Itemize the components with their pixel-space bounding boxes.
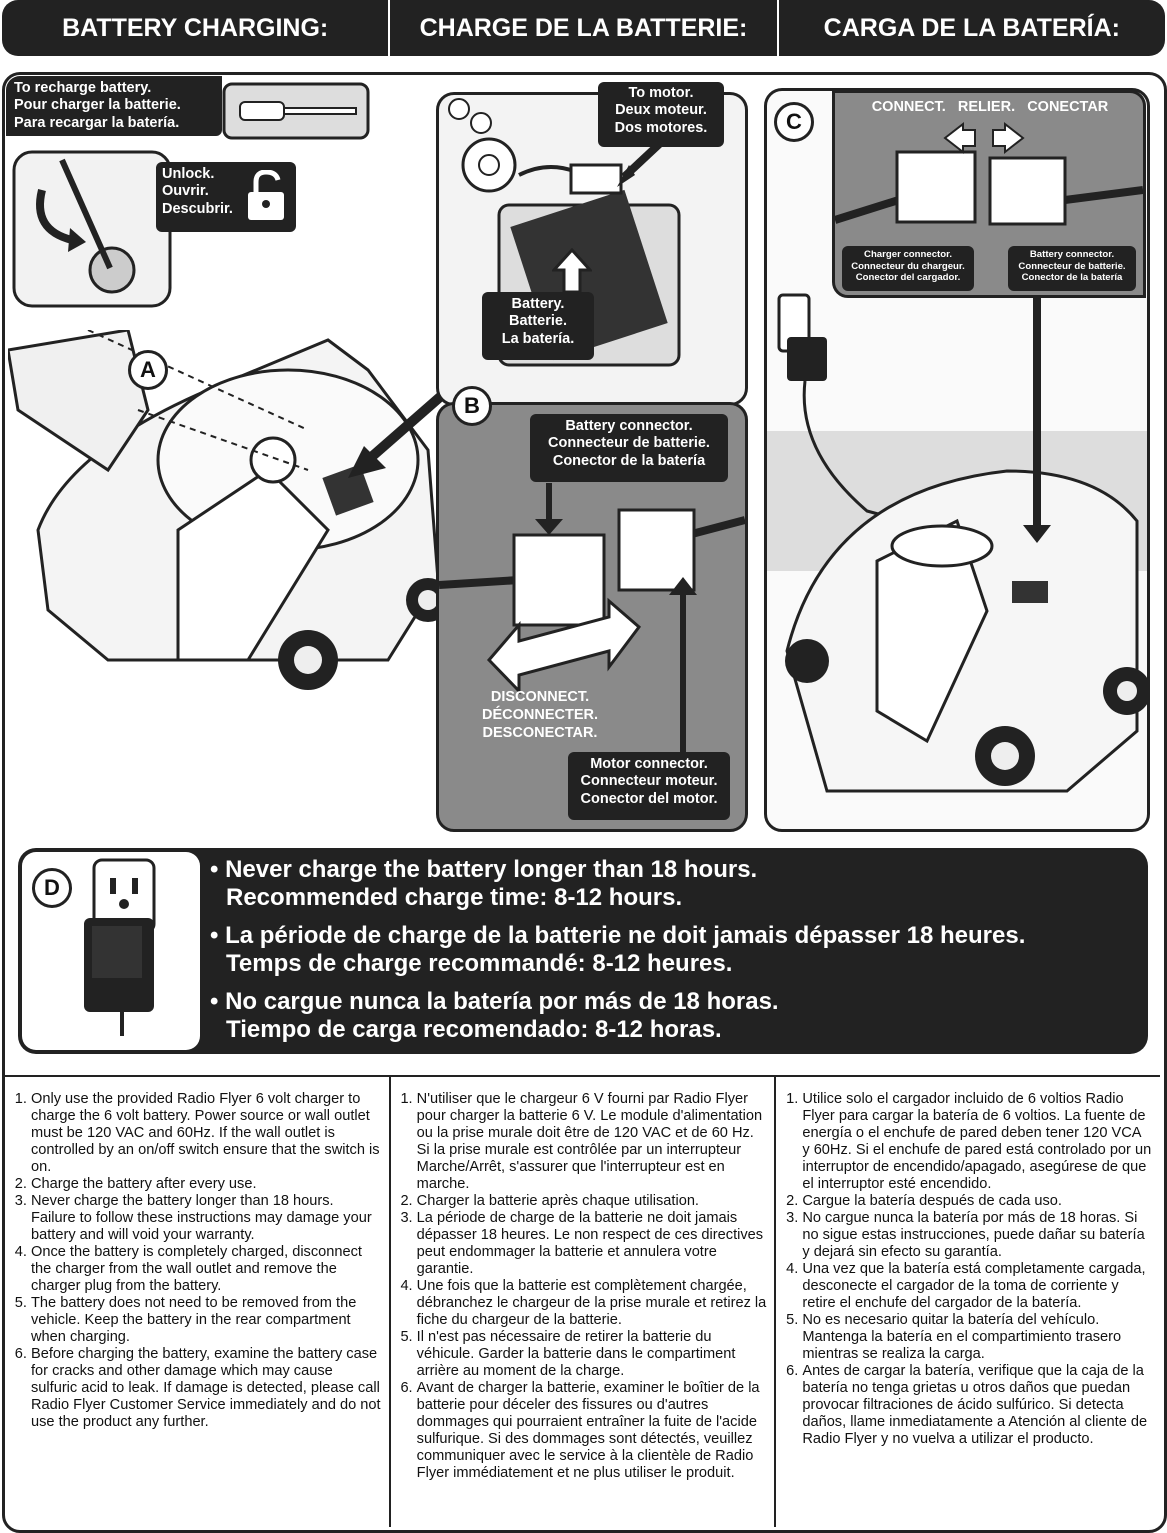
instructions-es: Utilice solo el cargador incluido de 6 v… [776,1077,1160,1527]
motor-label-en: To motor. [628,85,694,101]
warning-en: • Never charge the battery longer than 1… [210,856,1140,912]
battery-connector-label-en: Battery connector. [565,418,693,434]
charge-warning-box [18,848,1148,1054]
screwdriver-icon [222,82,370,140]
instruction-en-6: Before charging the battery, examine the… [31,1346,381,1431]
warning-fr: • La période de charge de la batterie ne… [210,922,1140,978]
charger-connector-label-es: Conector del cargador. [855,272,961,283]
wall-charger-icon [84,858,156,1036]
disconnect-label-es: DESCONECTAR. [482,725,598,741]
instruction-fr-2: Charger la batterie après chaque utilisa… [417,1193,767,1210]
disconnect-label-fr: DÉCONNECTER. [481,707,598,723]
recharge-label-fr: Pour charger la batterie. [14,97,181,114]
instruction-en-1: Only use the provided Radio Flyer 6 volt… [31,1091,381,1176]
unlock-label-fr: Ouvrir. [162,183,209,200]
instruction-es-2: Cargue la batería después de cada uso. [802,1193,1152,1210]
unlock-padlock-icon [248,170,284,220]
badge-a: A [128,350,168,390]
instruction-es-3: No cargue nunca la batería por más de 18… [802,1210,1152,1261]
instruction-fr-5: Il n'est pas nécessaire de retirer la ba… [417,1329,767,1380]
motor-connector-label-en: Motor connector. [590,756,708,772]
instruction-fr-1: N'utiliser que le chargeur 6 V fourni pa… [417,1091,767,1193]
battery-label-es: La batería. [501,330,575,347]
recharge-label-en: To recharge battery. [14,80,152,96]
badge-d: D [32,868,72,908]
instruction-es-6: Antes de cargar la batería, verifique qu… [802,1363,1152,1448]
header-bar: BATTERY CHARGING: CHARGE DE LA BATTERIE:… [2,0,1165,56]
motor-connector-label-es: Conector del motor. [580,790,718,807]
battery-connector-small-label: Battery connector. Connecteur de batteri… [1008,246,1136,291]
instruction-fr-3: La période de charge de la batterie ne d… [417,1210,767,1278]
motor-label-es: Dos motores. [614,119,708,136]
motor-connector-label-fr: Connecteur moteur. [580,773,718,790]
battery-connector-small-label-en: Battery connector. [1029,249,1115,260]
battery-label-en: Battery. [511,296,565,312]
battery-connector-small-label-es: Conector de la batería [1021,272,1123,283]
recharge-label-es: Para recargar la batería. [14,114,180,131]
connect-illustration [835,121,1143,226]
charging-car-illustration [767,293,1147,793]
header-title-en: BATTERY CHARGING: [2,0,391,56]
instruction-en-5: The battery does not need to be removed … [31,1295,381,1346]
motor-label: To motor. Deux moteur. Dos motores. [598,82,724,147]
instruction-en-2: Charge the battery after every use. [31,1176,381,1193]
battery-label: Battery. Batterie. La batería. [482,292,594,360]
header-title-fr: CHARGE DE LA BATTERIE: [390,0,779,56]
charger-connector-label: Charger connector. Connecteur du chargeu… [842,246,974,291]
unlock-label-en: Unlock. [162,166,215,182]
ride-on-car-illustration-a [8,330,448,690]
unlock-screw-inset [12,150,172,308]
warning-fr-line1: • La période de charge de la batterie ne… [210,922,1026,949]
instruction-es-4: Una vez que la batería está completament… [802,1261,1152,1312]
motor-connector-label: Motor connector. Connecteur moteur. Cone… [568,752,730,820]
instruction-en-3: Never charge the battery longer than 18 … [31,1193,381,1244]
instruction-es-1: Utilice solo el cargador incluido de 6 v… [802,1091,1152,1193]
connect-label: CONNECT. RELIER. CONECTAR [871,99,1109,115]
warning-es: • No cargue nunca la batería por más de … [210,988,1140,1044]
disconnect-label: DISCONNECT. DÉCONNECTER. DESCONECTAR. [462,688,618,742]
instructions-fr: N'utiliser que le chargeur 6 V fourni pa… [391,1077,777,1527]
charge-warnings: • Never charge the battery longer than 1… [210,856,1140,1054]
warning-en-line1: • Never charge the battery longer than 1… [210,856,758,883]
warning-es-line1: • No cargue nunca la batería por más de … [210,988,779,1015]
charger-connector-label-fr: Connecteur du chargeur. [851,260,965,272]
battery-connector-label-es: Conector de la batería [552,452,706,469]
charger-connector-label-en: Charger connector. [864,249,952,260]
instruction-fr-6: Avant de charger la batterie, examiner l… [417,1380,767,1482]
instruction-fr-4: Une fois que la batterie est complètemen… [417,1278,767,1329]
motor-label-fr: Deux moteur. [615,102,707,119]
instructions-columns: Only use the provided Radio Flyer 6 volt… [5,1075,1160,1527]
badge-c: C [774,102,814,142]
connector-pair-illustration [439,483,745,775]
battery-connector-small-label-fr: Connecteur de batterie. [1018,260,1126,272]
battery-lift-arrow [552,248,592,294]
content-frame [2,72,1167,1533]
header-title-es: CARGA DE LA BATERÍA: [823,13,1120,42]
battery-connector-label-fr: Connecteur de batterie. [548,435,710,452]
battery-connector-label: Battery connector. Connecteur de batteri… [530,414,728,482]
instructions-en: Only use the provided Radio Flyer 6 volt… [5,1077,391,1527]
warning-en-line2: Recommended charge time: 8-12 hours. [226,884,683,911]
instruction-es-5: No es necesario quitar la batería del ve… [802,1312,1152,1363]
badge-b: B [452,386,492,426]
warning-es-line2: Tiempo de carga recomendado: 8-12 horas. [226,1016,722,1043]
unlock-label-es: Descubrir. [162,200,233,217]
battery-label-fr: Batterie. [508,313,568,330]
recharge-label: To recharge battery. Pour charger la bat… [6,76,222,136]
instruction-en-4: Once the battery is completely charged, … [31,1244,381,1295]
disconnect-label-en: DISCONNECT. [490,689,590,705]
warning-fr-line2: Temps de charge recommandé: 8-12 heures. [226,950,733,977]
